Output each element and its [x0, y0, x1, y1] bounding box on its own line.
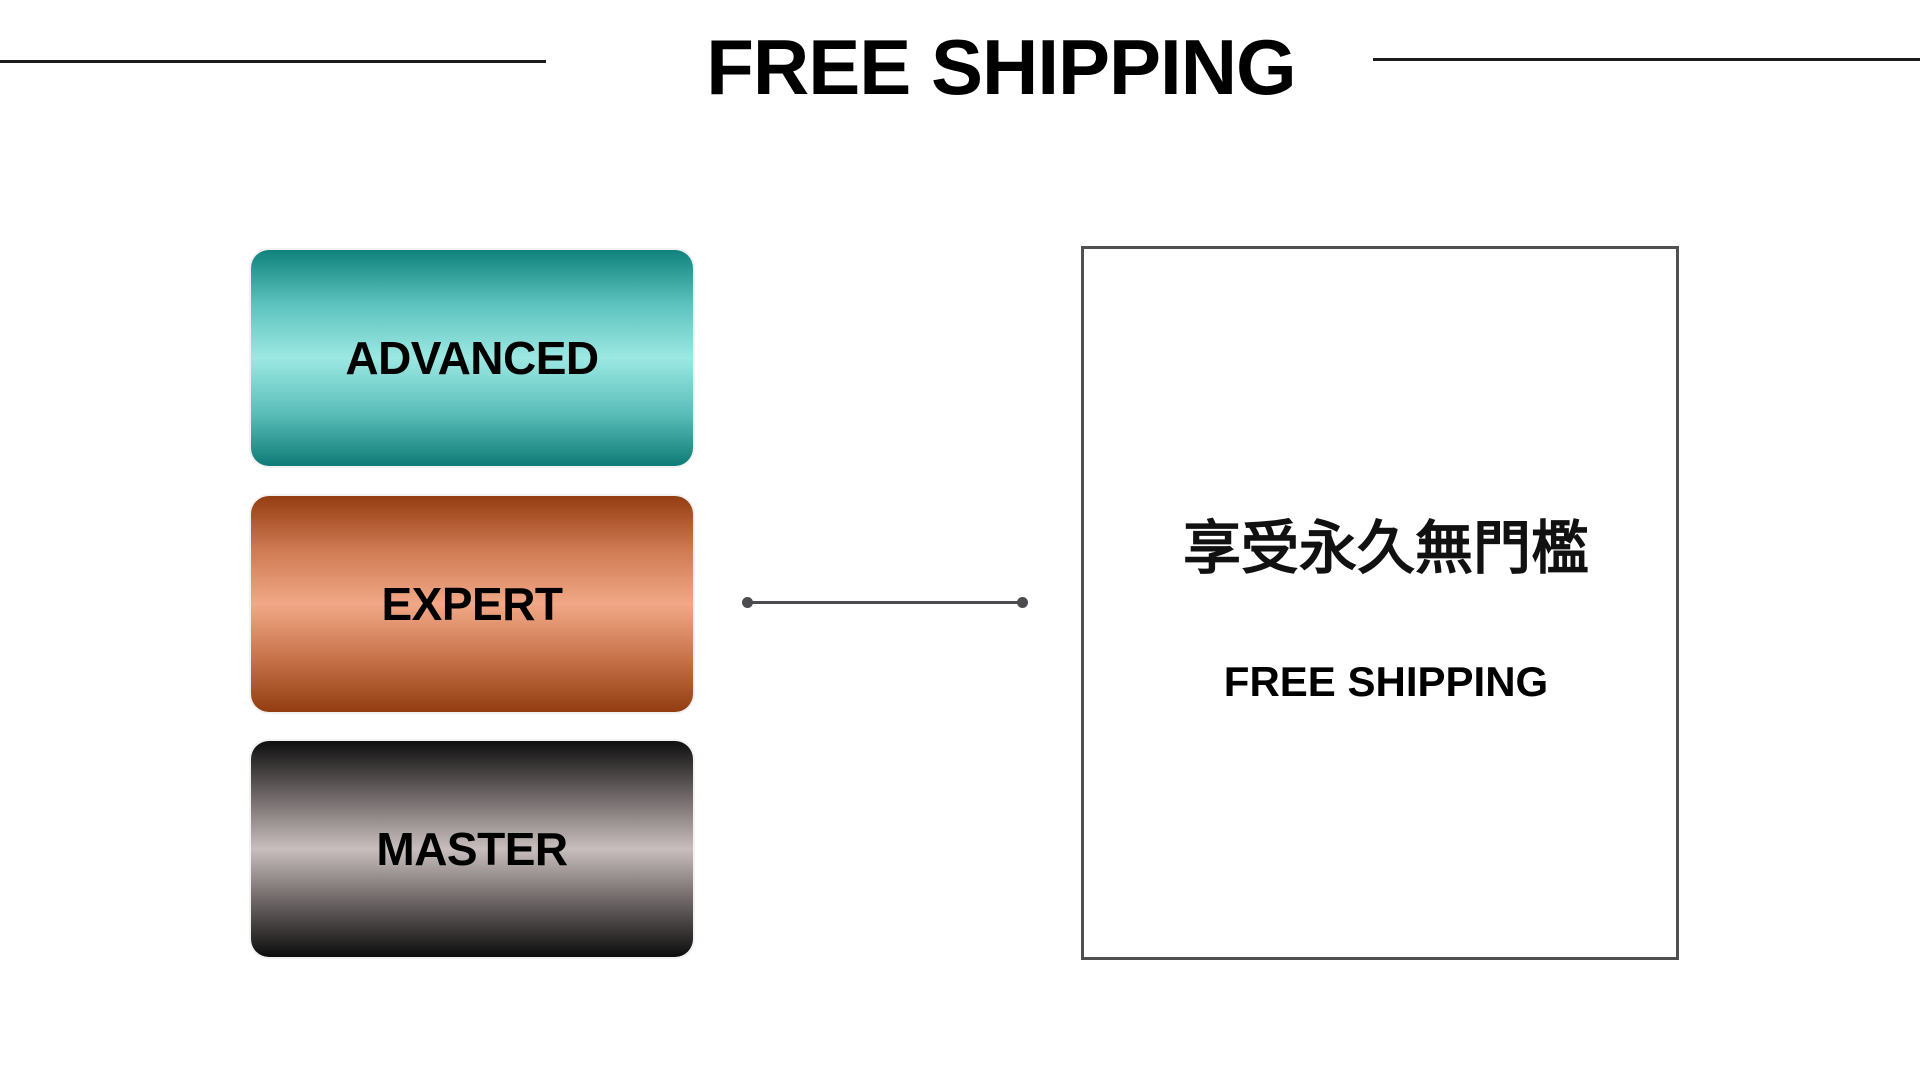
- connector-dot-right: [1017, 597, 1028, 608]
- connector: [742, 597, 1028, 608]
- info-box: 享受永久無門檻 FREE SHIPPING: [1081, 246, 1679, 960]
- header-rule-left: [0, 60, 546, 63]
- tier-advanced-label: ADVANCED: [345, 332, 599, 384]
- tier-expert-card: EXPERT: [251, 496, 693, 712]
- tier-advanced-card: ADVANCED: [251, 250, 693, 466]
- connector-dot-left: [742, 597, 753, 608]
- tier-expert-label: EXPERT: [381, 578, 563, 630]
- connector-line: [747, 601, 1023, 604]
- page-title: FREE SHIPPING: [0, 22, 1920, 112]
- header-rule-right: [1373, 58, 1920, 61]
- info-subheadline: FREE SHIPPING: [1223, 658, 1549, 705]
- tier-master-card: MASTER: [251, 741, 693, 957]
- info-headline: 享受永久無門檻: [1182, 514, 1589, 582]
- tier-master-label: MASTER: [376, 823, 568, 875]
- page-title-text: FREE SHIPPING: [706, 23, 1296, 111]
